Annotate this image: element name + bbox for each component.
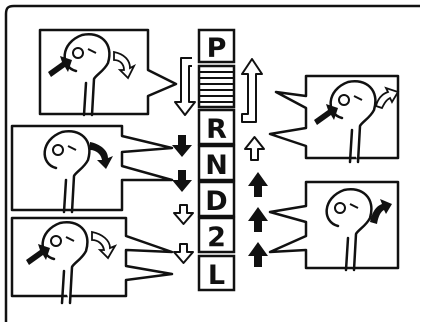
hollow-down-arrow-icon <box>174 57 196 116</box>
hollow-curved-arrow-icon <box>374 86 400 110</box>
hollow-down-arrow-icon <box>173 243 194 264</box>
gear-p-box <box>197 28 236 64</box>
hollow-up-arrow-icon <box>244 136 265 161</box>
gear-n-box <box>197 144 236 182</box>
gear-d-label: D <box>205 186 227 217</box>
gear-d-box <box>197 180 236 218</box>
filled-up-arrow-icon <box>248 172 268 197</box>
gear-gate: P R N D 2 L <box>197 28 236 292</box>
hollow-curved-arrow-icon <box>91 230 118 260</box>
filled-down-arrow-icon <box>172 135 192 157</box>
gear-l-box <box>197 254 236 292</box>
callout-no-push-mid-left <box>10 124 174 214</box>
filled-curved-arrow-icon <box>370 199 392 224</box>
hollow-up-arrow-icon <box>241 58 263 123</box>
gear-r-box <box>197 108 236 146</box>
gear-2-box <box>197 216 236 254</box>
outer-frame <box>4 4 420 322</box>
callout-push-free-bottom-left <box>10 216 174 305</box>
gear-n-label: N <box>205 150 228 181</box>
hollow-curved-arrow-icon <box>113 50 137 80</box>
gear-r-label: R <box>206 114 227 145</box>
callout-push-free-top-right <box>268 74 400 164</box>
gear-p-label: P <box>207 33 227 64</box>
filled-up-arrow-icon <box>248 242 268 267</box>
filled-curved-arrow-icon <box>90 142 113 169</box>
hollow-down-arrow-icon <box>173 204 194 225</box>
gear-l-label: L <box>208 260 225 291</box>
callout-no-push-bottom-right <box>268 180 400 272</box>
callout-push-free-top-left <box>38 28 178 117</box>
filled-up-arrow-icon <box>248 207 268 232</box>
gate-stripes <box>197 64 236 109</box>
filled-down-arrow-icon <box>172 170 192 192</box>
gear-2-label: 2 <box>207 222 226 253</box>
